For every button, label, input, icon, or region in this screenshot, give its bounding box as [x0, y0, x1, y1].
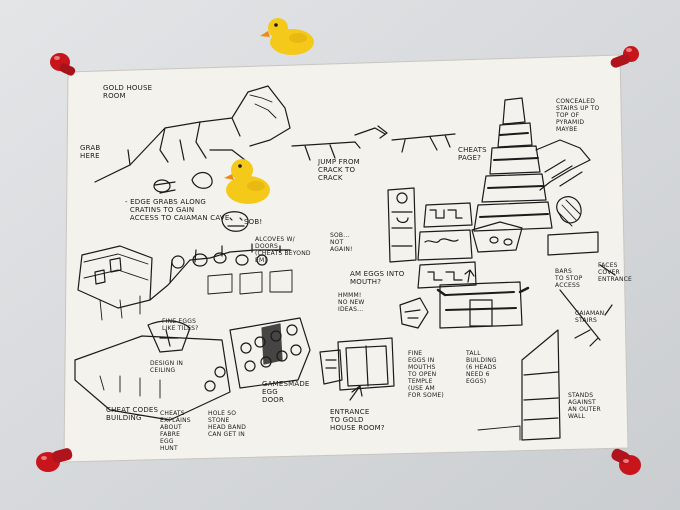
note-faces-cover: Faces cover Entrance	[598, 262, 633, 283]
note-jump-crack: Jump from crack to crack	[318, 158, 360, 182]
note-edge-grabs: - Edge grabs along cratins to gain acces…	[125, 198, 230, 222]
rubber-duck-top	[260, 18, 314, 55]
note-entrance-gold: Entrance to Gold House room?	[330, 408, 385, 432]
ink-drawing	[74, 85, 616, 441]
note-fine-eggs: Fine eggs like tiles?	[162, 318, 199, 332]
note-grab-here: Grab Here	[80, 144, 101, 160]
push-pin-top-right	[610, 46, 639, 68]
note-stands-against: Stands against an outer wall	[568, 392, 601, 420]
note-hmmm: Hmmm! No new ideas...	[338, 292, 365, 313]
note-sob: Sob!	[244, 218, 263, 226]
push-pin-bottom-right	[611, 448, 641, 475]
note-sob-not-again: Sob... Not Again!	[330, 232, 353, 253]
push-pin-bottom-left	[36, 448, 73, 472]
note-cheats-explains: Cheats explains about Fabre egg hunt	[160, 410, 191, 452]
note-concealed-stairs: Concealed Stairs up to top of Pyramid ma…	[556, 98, 600, 133]
note-fine-eggs-mouths: Fine eggs in mouths to open temple (use …	[408, 350, 444, 399]
note-alcoves: Alcoves w/ doors (cheats beyond Em)	[255, 236, 311, 264]
note-design-in-ceiling: Design in ceiling	[150, 360, 184, 374]
note-bars-stop: Bars to stop Access	[555, 268, 583, 289]
note-caiaman-stairs: Caiaman Stairs	[575, 310, 605, 324]
note-gold-house-room: Gold House Room	[103, 84, 153, 100]
note-hole-in-stone: Hole so stone head band can get in	[208, 410, 247, 438]
rubber-duck-middle	[224, 159, 270, 204]
sketch-paper	[63, 54, 629, 463]
note-tall-building: Tall building (6 heads need 6 eggs)	[466, 350, 497, 385]
note-am-eggs: Am eggs into mouth?	[350, 270, 405, 286]
push-pin-top-left	[50, 53, 76, 76]
note-cheat-codes-building: Cheat Codes Building	[106, 406, 159, 422]
note-cheats-page: Cheats Page?	[458, 146, 487, 162]
note-gamesmade-door: Gamesmade Egg Door	[262, 380, 310, 404]
